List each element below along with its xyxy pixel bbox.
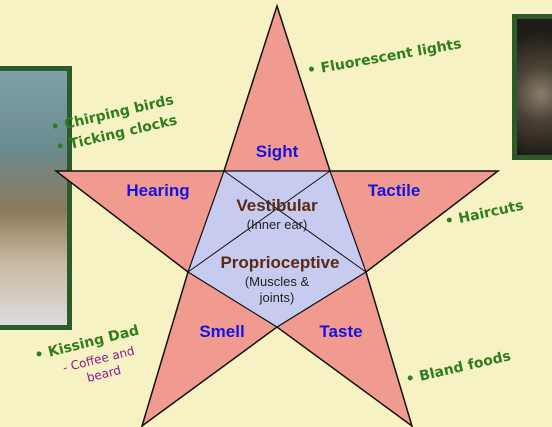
label-joints: joints) (259, 290, 295, 305)
sense-smell: Smell (199, 322, 244, 341)
label-muscles: (Muscles & (245, 274, 310, 289)
sense-sight: Sight (256, 142, 299, 161)
sense-taste: Taste (319, 322, 362, 341)
note-bland-foods: • Bland foods (404, 348, 512, 388)
note-fluorescent-lights: • Fluorescent lights (306, 36, 463, 79)
sense-hearing: Hearing (126, 181, 189, 200)
label-vestibular: Vestibular (236, 196, 318, 215)
label-inner-ear: (Inner ear) (247, 217, 308, 232)
sense-tactile: Tactile (368, 181, 421, 200)
label-proprioceptive: Proprioceptive (220, 253, 339, 272)
